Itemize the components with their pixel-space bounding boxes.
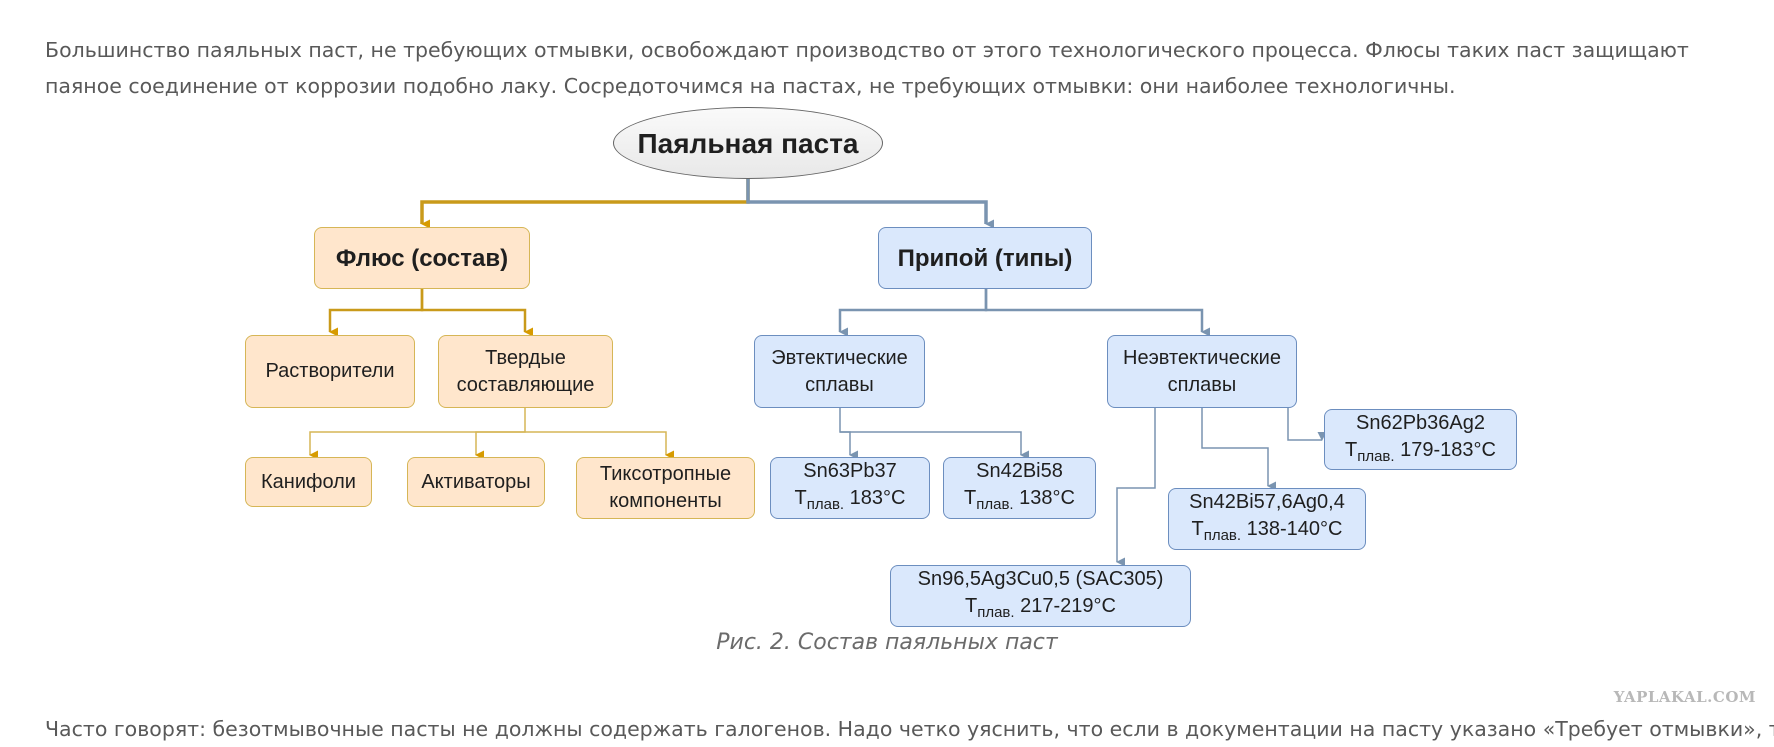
alloy-sac305-node: Sn96,5Ag3Cu0,5 (SAC305) Tплав. 217-219°C bbox=[890, 565, 1191, 627]
alloy-melting-temp: Tплав. 179-183°C bbox=[1345, 438, 1496, 465]
edge-noneutectic-sac305 bbox=[1116, 408, 1156, 567]
alloy-sn42bi58-node: Sn42Bi58 Tплав. 138°C bbox=[943, 457, 1096, 519]
alloy-melting-temp: Tплав. 217-219°C bbox=[965, 595, 1116, 621]
solids-line1: Твердые bbox=[485, 346, 566, 369]
edge-solder-noneutectic bbox=[984, 287, 1210, 337]
flux-title: Флюс (состав) bbox=[335, 244, 509, 272]
eutectic-line1: Эвтектические bbox=[771, 346, 908, 369]
solvents-label: Растворители bbox=[265, 360, 395, 382]
noneutectic-node: Неэвтектические сплавы bbox=[1107, 335, 1297, 408]
alloy-sn42bi57-node: Sn42Bi57,6Ag0,4 Tплав. 138-140°C bbox=[1168, 488, 1366, 550]
alloy-sn62pb36ag2-node: Sn62Pb36Ag2 Tплав. 179-183°C bbox=[1324, 409, 1517, 470]
article-paragraph-followup: Часто говорят: безотмывочные пасты не до… bbox=[45, 716, 1774, 741]
rosin-label: Канифоли bbox=[261, 470, 356, 493]
activators-node: Активаторы bbox=[407, 457, 545, 507]
rosin-node: Канифоли bbox=[245, 457, 372, 507]
alloy-melting-temp: Tплав. 183°C bbox=[794, 487, 906, 513]
noneutectic-line2: сплавы bbox=[1167, 373, 1237, 396]
alloy-name: Sn42Bi58 bbox=[976, 460, 1063, 482]
edge-solids-rosin bbox=[309, 408, 526, 460]
solder-title: Припой (типы) bbox=[897, 244, 1073, 272]
root-label: Паяльная паста bbox=[637, 127, 859, 159]
edge-root-solder bbox=[746, 177, 994, 229]
site-watermark: YAPLAKAL.COM bbox=[1613, 688, 1756, 706]
solvents-node: Растворители bbox=[245, 335, 415, 408]
thixotropic-line2: компоненты bbox=[609, 490, 722, 512]
edge-solids-thixotropic bbox=[525, 431, 674, 460]
activators-label: Активаторы bbox=[421, 470, 531, 493]
solder-node: Припой (типы) bbox=[878, 227, 1092, 289]
alloy-sn63pb37-node: Sn63Pb37 Tплав. 183°C bbox=[770, 457, 930, 519]
figure-caption: Рис. 2. Состав паяльных паст bbox=[716, 630, 1058, 655]
alloy-melting-temp: Tплав. 138°C bbox=[964, 487, 1075, 513]
solids-node: Твердые составляющие bbox=[438, 335, 613, 408]
edge-noneutectic-sn42bi57 bbox=[1201, 408, 1276, 491]
alloy-name: Sn62Pb36Ag2 bbox=[1355, 411, 1485, 434]
alloy-name: Sn96,5Ag3Cu0,5 (SAC305) bbox=[917, 568, 1164, 590]
edge-root-flux bbox=[420, 177, 750, 229]
diagram-connectors bbox=[309, 177, 1327, 567]
eutectic-line2: сплавы bbox=[805, 373, 874, 396]
eutectic-node: Эвтектические сплавы bbox=[754, 335, 925, 408]
root-node: Паяльная паста bbox=[613, 107, 883, 179]
edge-solder-eutectic bbox=[838, 287, 988, 337]
thixotropic-line1: Тиксотропные bbox=[599, 463, 732, 485]
edge-flux-solids bbox=[420, 287, 533, 337]
article-paragraph-intro: Большинство паяльных паст, не требующих … bbox=[45, 37, 1689, 98]
alloy-melting-temp: Tплав. 138-140°C bbox=[1191, 518, 1343, 544]
flux-node: Флюс (состав) bbox=[314, 227, 530, 289]
edge-flux-solvents bbox=[328, 287, 424, 337]
noneutectic-line1: Неэвтектические bbox=[1123, 346, 1281, 369]
edge-solids-activators bbox=[475, 431, 525, 460]
alloy-name: Sn42Bi57,6Ag0,4 bbox=[1189, 491, 1345, 513]
edge-noneutectic-sn62 bbox=[1287, 408, 1327, 441]
thixotropic-node: Тиксотропные компоненты bbox=[576, 457, 755, 519]
solids-line2: составляющие bbox=[456, 373, 595, 396]
alloy-name: Sn63Pb37 bbox=[803, 460, 897, 482]
edge-eutectic-sn42 bbox=[840, 431, 1029, 460]
